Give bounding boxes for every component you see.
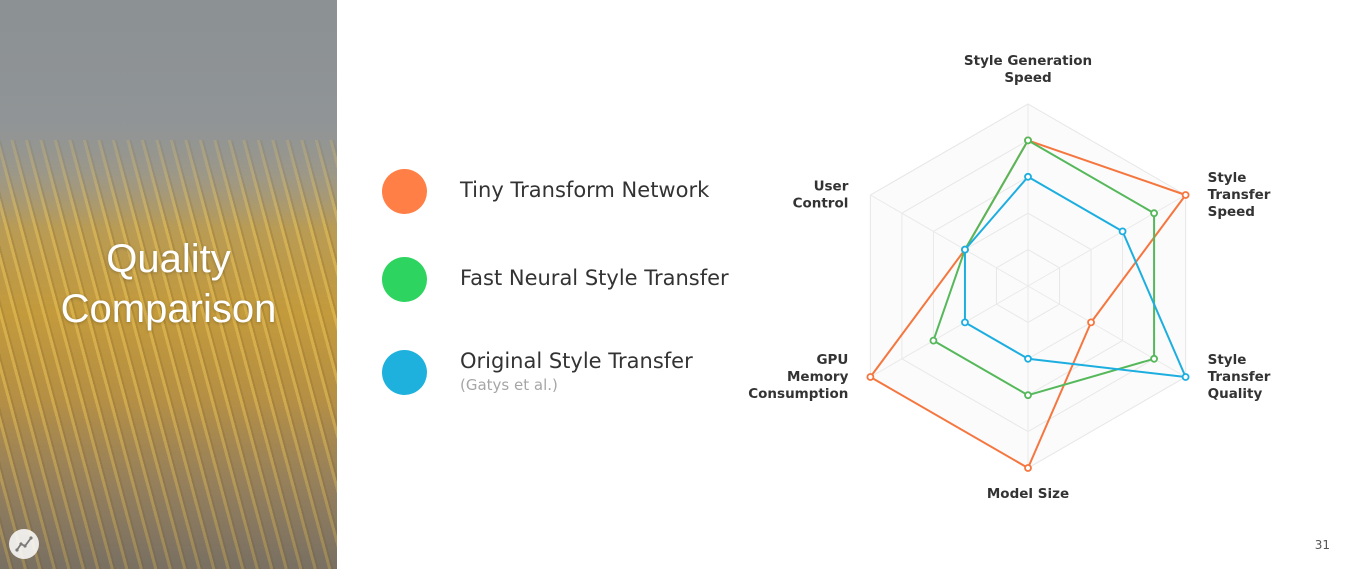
data-point-2-2: [1181, 373, 1190, 381]
trend-icon: [15, 536, 33, 552]
data-point-2-3: [1024, 354, 1032, 363]
radar-spoke: [870, 285, 1029, 378]
data-point-2-4: [961, 318, 969, 327]
axis-label-line: User: [814, 179, 849, 195]
slide-title: Quality Comparison: [0, 234, 337, 334]
legend-dot-fast: [382, 257, 427, 302]
data-point-0-1: [1181, 191, 1190, 199]
axis-label-line: Transfer: [1208, 187, 1271, 203]
data-point-1-3: [1024, 391, 1032, 400]
data-point-2-0: [1024, 172, 1032, 181]
axis-label-line: GPU: [816, 352, 848, 368]
axis-label-line: Control: [793, 196, 849, 212]
data-point-1-0: [1024, 136, 1032, 145]
legend-sublabel-original: (Gatys et al.): [460, 376, 558, 394]
radar-spoke: [1027, 194, 1186, 287]
axis-label-line: Style Generation: [964, 53, 1092, 69]
slide-title-line2: Comparison: [60, 287, 277, 331]
axis-label-line: Model Size: [987, 486, 1069, 502]
axis-label-line: Quality: [1208, 386, 1263, 402]
page-number: 31: [1314, 538, 1330, 552]
legend-label-fast: Fast Neural Style Transfer: [460, 266, 729, 290]
axis-label-line: Speed: [1004, 70, 1051, 86]
legend-label-original: Original Style Transfer: [460, 349, 693, 373]
axis-label-line: Memory: [787, 369, 849, 385]
slide-title-line1: Quality: [106, 237, 231, 281]
axis-label-line: Consumption: [748, 386, 848, 402]
data-point-0-3: [1024, 464, 1032, 472]
background-photo: [0, 0, 337, 569]
radar-spoke: [1027, 285, 1186, 378]
axis-label-line: Transfer: [1208, 369, 1271, 385]
photo-haze: [0, 0, 337, 569]
legend-dot-original: [382, 350, 427, 395]
legend-dot-tiny: [382, 169, 427, 214]
axis-label-line: Style: [1208, 170, 1247, 186]
data-point-2-1: [1118, 227, 1127, 236]
data-point-1-2: [1150, 354, 1158, 363]
data-point-0-2: [1087, 318, 1095, 327]
axis-label-3: Model Size: [987, 486, 1069, 502]
chart-logo-icon[interactable]: [9, 529, 39, 559]
radar-spoke: [870, 194, 1029, 287]
data-point-1-4: [929, 336, 938, 345]
data-point-1-1: [1150, 209, 1158, 218]
legend-label-tiny: Tiny Transform Network: [460, 178, 710, 202]
data-point-0-4: [866, 373, 875, 381]
axis-label-line: Style: [1208, 352, 1247, 368]
data-point-2-5: [961, 245, 969, 254]
axis-label-line: Speed: [1208, 204, 1255, 220]
